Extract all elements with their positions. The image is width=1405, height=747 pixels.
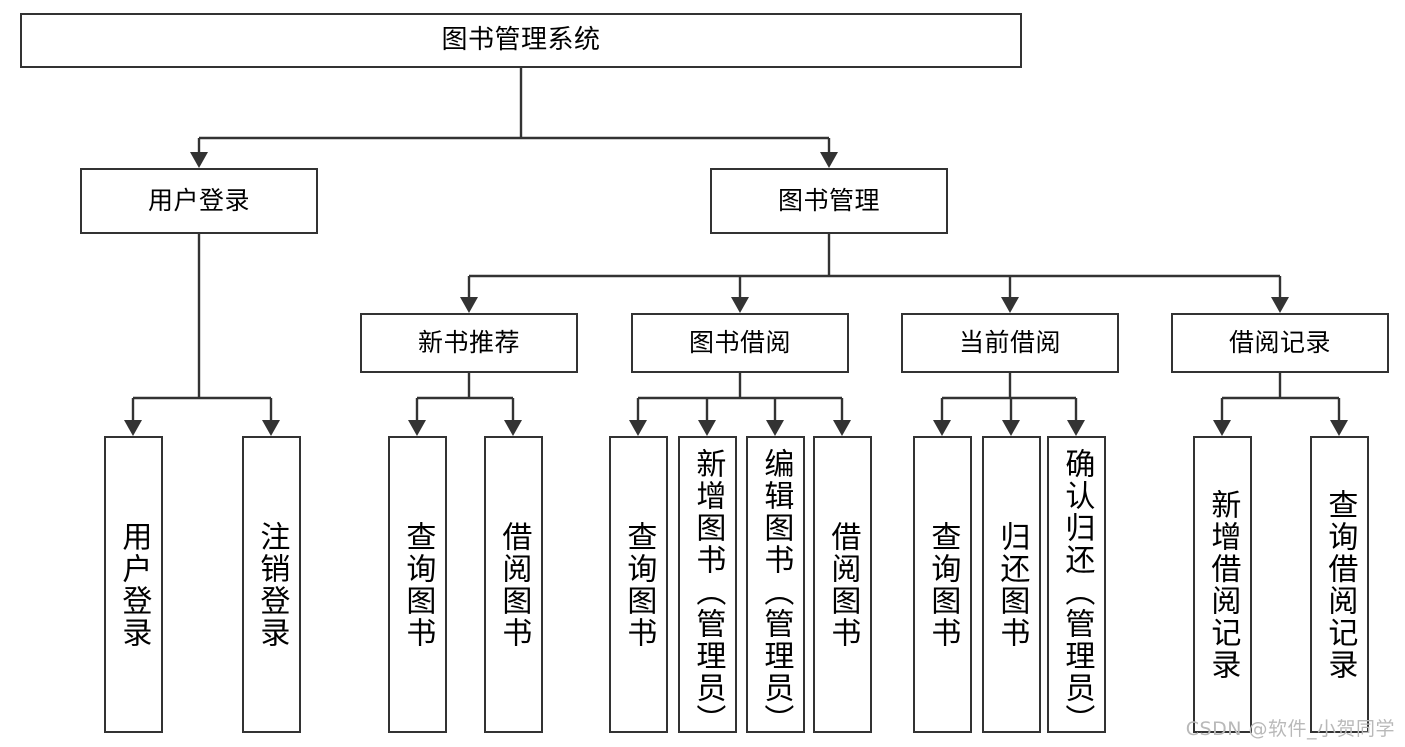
arrow-ul-to-leaf-user-login [124, 420, 142, 436]
arrow-bb-to-leaf-borrow-lend [833, 420, 851, 436]
node-leaf-rec-borrow[interactable]: 借阅图书 [484, 436, 543, 733]
node-leaf-current-return[interactable]: 归还图书 [982, 436, 1041, 733]
arrow-nbr-to-leaf-rec-borrow [504, 420, 522, 436]
node-book-manage[interactable]: 图书管理 [710, 168, 948, 234]
node-leaf-record-query-label: 查询借阅记录 [1322, 488, 1358, 681]
arrow-cb-to-leaf-current-query [933, 420, 951, 436]
node-leaf-rec-query[interactable]: 查询图书 [388, 436, 447, 733]
node-leaf-current-return-label: 归还图书 [994, 520, 1030, 649]
node-leaf-rec-query-label: 查询图书 [400, 520, 436, 649]
arrow-bm-to-new-book-rec [460, 297, 478, 313]
node-leaf-record-query[interactable]: 查询借阅记录 [1310, 436, 1369, 733]
arrow-bb-to-leaf-borrow-edit [766, 420, 784, 436]
arrow-br-to-leaf-record-query [1330, 420, 1348, 436]
arrow-cb-to-leaf-current-return [1002, 420, 1020, 436]
node-leaf-borrow-query-label: 查询图书 [621, 520, 657, 649]
node-leaf-current-confirm[interactable]: 确认归还（管理员） [1047, 436, 1106, 736]
node-user-login[interactable]: 用户登录 [80, 168, 318, 234]
node-leaf-current-query-label: 查询图书 [925, 520, 961, 649]
node-leaf-borrow-lend[interactable]: 借阅图书 [813, 436, 872, 733]
node-current-borrow[interactable]: 当前借阅 [901, 313, 1119, 373]
arrow-root-to-book-manage [820, 152, 838, 168]
arrow-nbr-to-leaf-rec-query [408, 420, 426, 436]
node-leaf-user-logout[interactable]: 注销登录 [242, 436, 301, 733]
node-leaf-borrow-query[interactable]: 查询图书 [609, 436, 668, 733]
node-new-book-rec[interactable]: 新书推荐 [360, 313, 578, 373]
arrow-root-to-user-login [190, 152, 208, 168]
node-leaf-record-add-label: 新增借阅记录 [1205, 488, 1241, 681]
node-root-label: 图书管理系统 [441, 25, 601, 56]
node-current-borrow-label: 当前借阅 [958, 328, 1061, 358]
node-leaf-current-confirm-label: 确认归还（管理员） [1059, 448, 1095, 736]
node-leaf-rec-borrow-label: 借阅图书 [496, 520, 532, 649]
arrow-br-to-leaf-record-add [1213, 420, 1231, 436]
arrow-bb-to-leaf-borrow-query [629, 420, 647, 436]
node-book-borrow-label: 图书借阅 [688, 328, 791, 358]
node-book-manage-label: 图书管理 [777, 186, 880, 216]
csdn-watermark: CSDN @软件_小贺同学 [1185, 718, 1395, 740]
arrow-bb-to-leaf-borrow-add [698, 420, 716, 436]
node-leaf-user-logout-label: 注销登录 [254, 520, 290, 649]
arrow-bm-to-book-borrow [731, 297, 749, 313]
node-leaf-current-query[interactable]: 查询图书 [913, 436, 972, 733]
node-leaf-borrow-add[interactable]: 新增图书（管理员） [678, 436, 737, 736]
node-user-login-label: 用户登录 [147, 186, 250, 216]
node-root[interactable]: 图书管理系统 [20, 13, 1022, 68]
node-new-book-rec-label: 新书推荐 [417, 328, 520, 358]
arrow-bm-to-borrow-record [1271, 297, 1289, 313]
node-leaf-borrow-edit[interactable]: 编辑图书（管理员） [746, 436, 805, 736]
arrow-bm-to-current-borrow [1001, 297, 1019, 313]
node-borrow-record-label: 借阅记录 [1228, 328, 1331, 358]
node-leaf-record-add[interactable]: 新增借阅记录 [1193, 436, 1252, 733]
node-leaf-user-login[interactable]: 用户登录 [104, 436, 163, 733]
node-borrow-record[interactable]: 借阅记录 [1171, 313, 1389, 373]
node-leaf-borrow-add-label: 新增图书（管理员） [690, 448, 726, 736]
node-leaf-user-login-label: 用户登录 [116, 520, 152, 649]
arrow-cb-to-leaf-current-confirm [1067, 420, 1085, 436]
arrow-ul-to-leaf-user-logout [262, 420, 280, 436]
node-leaf-borrow-lend-label: 借阅图书 [825, 520, 861, 649]
node-book-borrow[interactable]: 图书借阅 [631, 313, 849, 373]
node-leaf-borrow-edit-label: 编辑图书（管理员） [758, 448, 794, 736]
